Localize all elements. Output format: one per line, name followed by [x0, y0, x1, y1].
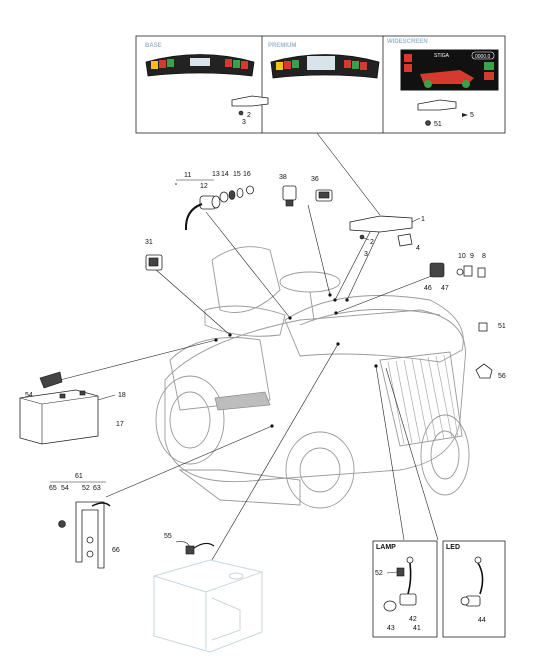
svg-text:10: 10 [458, 253, 466, 260]
front-wheel-left [285, 431, 355, 509]
svg-text:0000.0: 0000.0 [475, 54, 491, 60]
svg-text:16: 16 [243, 171, 251, 178]
plug-51-part: 51 [478, 322, 506, 332]
widescreen-variant: WIDESCREEN STIGA 0000.0 5 51 [387, 39, 499, 128]
svg-text:52: 52 [375, 570, 383, 577]
lamp-panel [372, 540, 438, 638]
svg-text:46: 46 [424, 285, 432, 292]
svg-text:2: 2 [247, 112, 251, 119]
socket-31-part: 31 [145, 239, 163, 271]
svg-text:66: 66 [112, 547, 120, 554]
svg-text:12: 12 [200, 183, 208, 190]
base-display [190, 58, 210, 66]
fuel-tank-part: 55 [153, 533, 263, 653]
front-wheel-right [420, 414, 470, 496]
base-variant: BASE 2 3 [145, 43, 269, 126]
svg-text:36: 36 [311, 176, 319, 183]
premium-label: PREMIUM [268, 43, 296, 49]
cap-56-part: 56 [475, 363, 506, 380]
svg-text:LAMP: LAMP [376, 544, 396, 551]
svg-text:42: 42 [409, 616, 417, 623]
ignition-switch-part: 11 12 13 14 15 16 [175, 171, 254, 231]
svg-text:63: 63 [93, 485, 101, 492]
leader-lines [59, 132, 439, 561]
svg-text:61: 61 [75, 473, 83, 480]
grille [379, 351, 463, 447]
dashboard-holder-part: 1 2 3 4 [349, 215, 425, 258]
switch-38-part: 38 [279, 174, 297, 207]
svg-text:13: 13 [212, 171, 220, 178]
switch-36-part: 36 [311, 176, 333, 202]
svg-text:51: 51 [434, 121, 442, 128]
svg-text:11: 11 [184, 172, 191, 179]
mower-illustration [155, 246, 470, 509]
svg-text:55: 55 [164, 533, 172, 540]
svg-text:56: 56 [498, 373, 506, 380]
svg-text:54: 54 [61, 485, 69, 492]
widescreen-label: WIDESCREEN [387, 39, 428, 45]
svg-text:STIGA: STIGA [434, 53, 450, 59]
premium-display [307, 56, 335, 70]
dashboard-variants-panel: BASE 2 3 PREMIUM W [135, 35, 506, 134]
fuel-tank [153, 559, 263, 653]
bracket-assembly-part: 61 65 54 52 63 66 [49, 473, 120, 569]
svg-text:17: 17 [116, 421, 124, 428]
svg-text:3: 3 [242, 119, 246, 126]
svg-text:LED: LED [446, 544, 460, 551]
svg-text:14: 14 [221, 171, 229, 178]
svg-text:47: 47 [441, 285, 449, 292]
hood [284, 295, 464, 363]
svg-text:54: 54 [25, 392, 33, 399]
svg-text:5: 5 [470, 112, 474, 119]
svg-text:38: 38 [279, 174, 287, 181]
svg-text:44: 44 [478, 617, 486, 624]
rear-wheel [155, 375, 225, 465]
steering-wheel [279, 271, 341, 293]
svg-text:31: 31 [145, 239, 153, 246]
svg-text:3: 3 [364, 251, 368, 258]
svg-text:65: 65 [49, 485, 57, 492]
svg-text:9: 9 [470, 253, 474, 260]
svg-text:43: 43 [387, 625, 395, 632]
led-panel [442, 540, 506, 638]
base-label: BASE [145, 43, 162, 49]
svg-text:2: 2 [370, 239, 374, 246]
svg-text:51: 51 [498, 323, 506, 330]
led-box: LED 44 [442, 540, 506, 638]
premium-variant: PREMIUM [268, 43, 380, 79]
lamp-box: LAMP 52 42 43 41 [372, 540, 438, 638]
battery-part: 54 18 17 [19, 371, 126, 445]
svg-text:4: 4 [416, 245, 420, 252]
battery [19, 389, 99, 445]
control-module-parts: 10 9 8 46 47 [424, 253, 486, 292]
svg-text:41: 41 [413, 625, 421, 632]
svg-text:15: 15 [233, 171, 241, 178]
svg-text:18: 18 [118, 392, 126, 399]
svg-text:8: 8 [482, 253, 486, 260]
svg-text:52: 52 [82, 485, 90, 492]
svg-text:1: 1 [421, 216, 425, 223]
seat [211, 246, 281, 313]
